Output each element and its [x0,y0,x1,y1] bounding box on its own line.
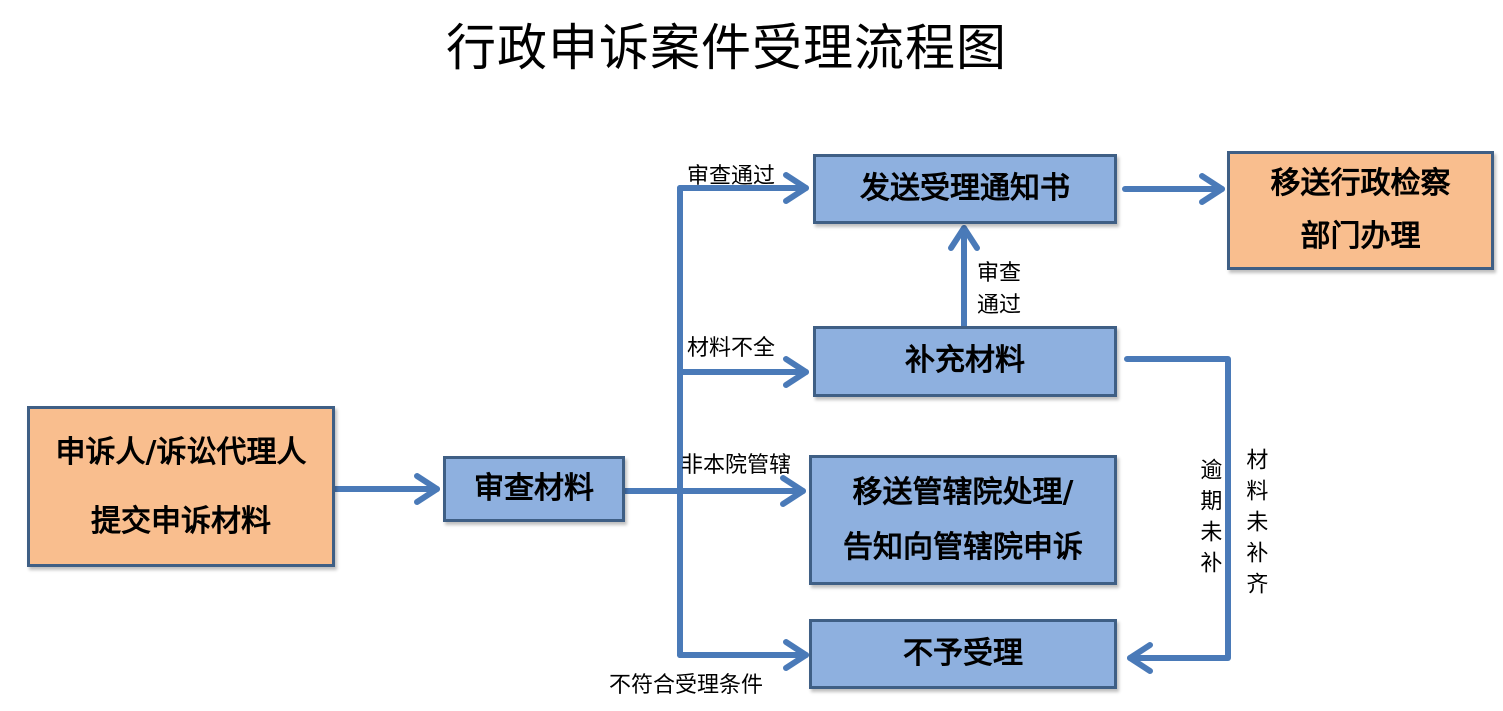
label-overdue-text: 逾期未补 [1196,458,1222,582]
reject-label: 不予受理 [903,635,1023,671]
jurisdiction-line2: 告知向管辖院申诉 [843,530,1083,565]
arrowhead-transfer [1199,173,1225,205]
label-pass-up: 审查 通过 [977,258,1021,322]
page-title: 行政申诉案件受理流程图 [446,19,1007,77]
arrowhead-reject-right [1127,642,1153,674]
arrowhead-jurisdiction [780,475,806,507]
applicant-box: 申诉人/诉讼代理人 提交申诉材料 [27,406,335,567]
applicant-line2: 提交申诉材料 [91,503,271,539]
label-pass-up-line2: 通过 [977,292,1022,318]
transfer-line2: 部门办理 [1300,218,1421,254]
label-not-supplemented-text: 材料未补齐 [1242,448,1268,603]
label-not-supplemented: 材料未补齐 [1236,448,1267,603]
connector-supplement-to-reject [1124,356,1231,661]
label-non-jurisdiction: 非本院管辖 [681,453,792,478]
arrowhead-review [414,473,440,505]
send-notice-label: 发送受理通知书 [860,170,1070,206]
jurisdiction-line1: 移送管辖院处理/ [852,474,1074,510]
applicant-line1: 申诉人/诉讼代理人 [55,434,307,470]
send-notice-box: 发送受理通知书 [813,154,1117,224]
label-incomplete: 材料不全 [687,336,776,361]
transfer-line1: 移送行政检察 [1270,166,1451,201]
review-box: 审查材料 [443,456,625,522]
arrowhead-up-notice [948,225,980,251]
label-pass-up-line1: 审查 [977,261,1022,286]
supplement-label: 补充材料 [905,343,1025,379]
arrowhead-supplement [783,356,809,388]
arrowhead-send-notice [783,172,809,204]
arrowhead-reject [783,639,809,671]
review-label: 审查材料 [474,470,594,506]
reject-box: 不予受理 [809,619,1117,689]
supplement-box: 补充材料 [813,326,1117,397]
label-overdue: 逾期未补 [1190,458,1221,582]
jurisdiction-box: 移送管辖院处理/ 告知向管辖院申诉 [809,455,1117,585]
label-not-qualified: 不符合受理条件 [609,673,764,698]
label-pass-top: 审查通过 [687,164,776,189]
transfer-box: 移送行政检察 部门办理 [1227,151,1494,270]
